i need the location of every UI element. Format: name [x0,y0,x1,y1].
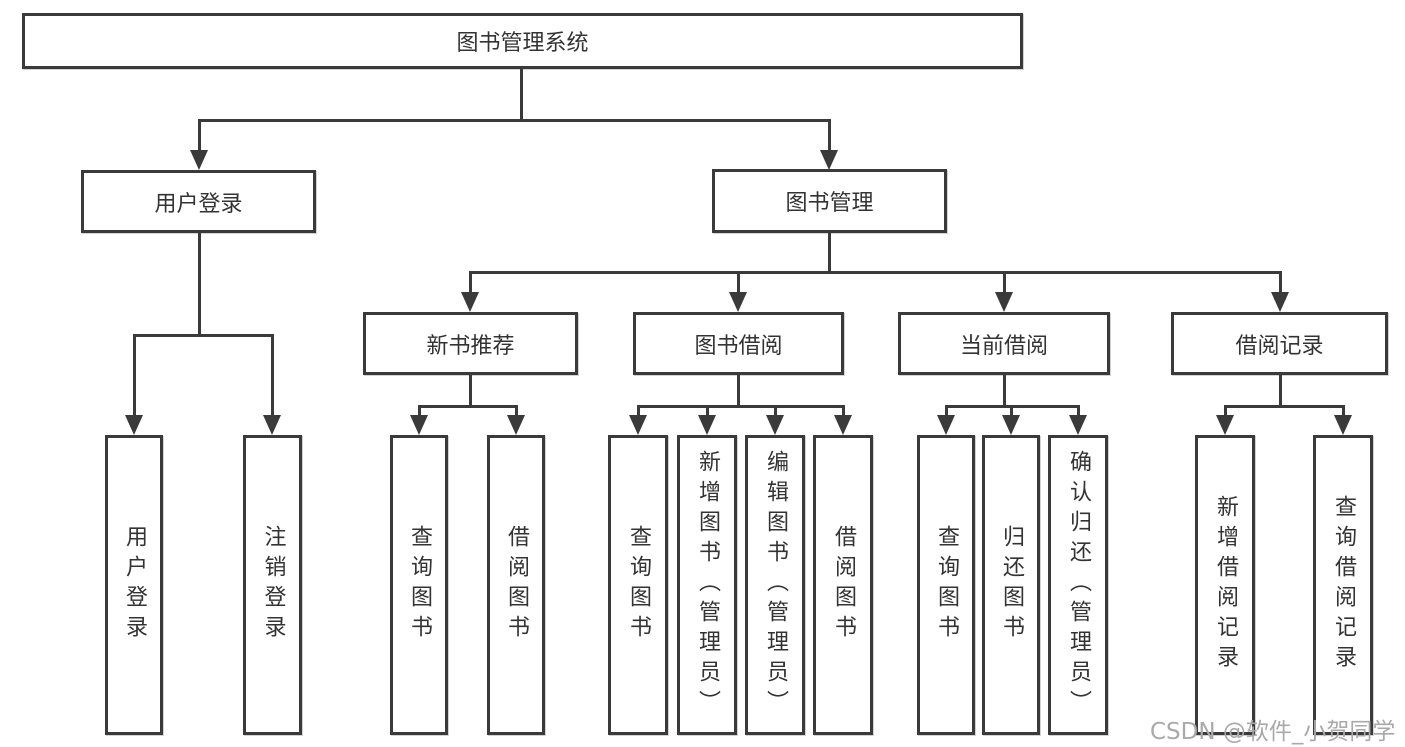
node-label: 借阅记录 [1235,333,1324,359]
line-segment [469,375,472,408]
line-segment [737,375,740,408]
line-segment [418,405,518,408]
line-segment [737,271,740,295]
node-current-borrow: 当前借阅 [898,312,1110,375]
node-label: 图书借阅 [694,333,783,359]
node-label: 新增借阅记录 [1213,495,1238,675]
line-segment [637,405,640,417]
leaf-query-book-current: 查询图书 [917,435,975,735]
node-label: 查询图书 [407,525,432,645]
arrowhead-icon [834,415,852,435]
node-label: 借阅图书 [831,525,856,645]
line-segment [133,334,274,337]
line-segment [271,334,274,417]
line-segment [945,405,948,417]
leaf-user-login: 用户登录 [105,435,163,735]
node-label: 编辑图书（管理员） [763,450,788,720]
leaf-add-book-admin: 新增图书（管理员） [677,435,737,735]
arrowhead-icon [461,292,479,312]
line-segment [133,334,136,417]
line-segment [637,405,845,408]
leaf-confirm-return-admin: 确认归还（管理员） [1048,435,1108,735]
arrowhead-icon [1216,415,1234,435]
line-segment [706,405,709,417]
node-borrow-records: 借阅记录 [1171,312,1388,375]
line-segment [469,271,1282,274]
line-segment [1279,271,1282,295]
node-user-login-group: 用户登录 [81,170,316,233]
leaf-query-borrow-record: 查询借阅记录 [1313,435,1373,735]
line-segment [1342,405,1345,417]
line-segment [469,271,472,295]
node-book-borrow: 图书借阅 [633,312,844,375]
arrowhead-icon [1334,415,1352,435]
arrowhead-icon [263,415,281,435]
arrowhead-icon [729,292,747,312]
line-segment [198,119,201,153]
arrowhead-icon [995,292,1013,312]
node-label: 注销登录 [260,525,286,645]
line-segment [828,233,831,274]
node-label: 查询图书 [626,525,651,645]
arrowhead-icon [125,415,143,435]
leaf-add-borrow-record: 新增借阅记录 [1195,435,1255,735]
node-label: 归还图书 [999,525,1024,645]
node-book-management: 图书管理 [712,169,947,233]
arrowhead-icon [629,415,647,435]
leaf-edit-book-admin: 编辑图书（管理员） [745,435,805,735]
line-segment [1010,405,1013,417]
line-segment [1077,405,1080,417]
csdn-watermark: CSDN @软件_小贺同学 [1150,719,1396,745]
arrowhead-icon [820,150,838,170]
node-label: 查询图书 [934,525,959,645]
node-label: 当前借阅 [959,333,1048,359]
node-label: 确认归还（管理员） [1066,450,1091,720]
node-library-management-system: 图书管理系统 [22,13,1023,69]
node-label: 用户登录 [122,525,147,645]
arrowhead-icon [1271,292,1289,312]
line-segment [1003,271,1006,295]
node-label: 查询借阅记录 [1331,495,1356,675]
arrowhead-icon [698,415,716,435]
node-label: 借阅图书 [504,525,529,645]
arrowhead-icon [766,415,784,435]
line-segment [418,405,421,417]
arrowhead-icon [1069,415,1087,435]
line-segment [198,119,831,122]
line-segment [842,405,845,417]
arrowhead-icon [410,415,428,435]
leaf-borrow-book: 借阅图书 [813,435,873,735]
leaf-borrow-book-recommend: 借阅图书 [487,435,545,735]
leaf-query-book-recommend: 查询图书 [390,435,448,735]
node-new-book-recommend: 新书推荐 [363,312,578,375]
leaf-query-book-borrow: 查询图书 [608,435,668,735]
line-segment [1003,375,1006,408]
line-segment [515,405,518,417]
line-segment [520,68,523,119]
leaf-return-book: 归还图书 [982,435,1040,735]
line-segment [828,119,831,153]
arrowhead-icon [507,415,525,435]
node-label: 新增图书（管理员） [695,450,720,720]
line-segment [1224,405,1227,417]
arrowhead-icon [1002,415,1020,435]
leaf-logout: 注销登录 [243,435,302,735]
arrowhead-icon [190,150,208,170]
line-segment [774,405,777,417]
line-segment [1279,375,1282,408]
line-segment [1224,405,1345,408]
node-label: 图书管理系统 [456,31,589,56]
node-label: 用户登录 [154,191,243,217]
node-label: 图书管理 [785,191,874,216]
node-label: 新书推荐 [426,333,515,359]
line-segment [198,233,201,337]
arrowhead-icon [937,415,955,435]
